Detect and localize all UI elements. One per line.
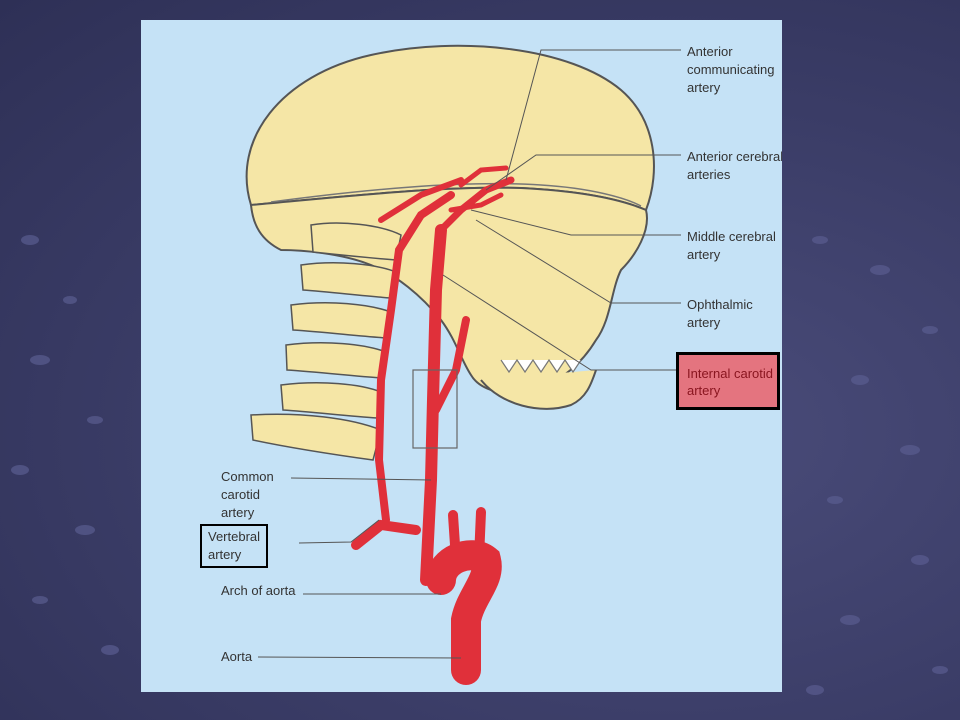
label-aorta: Aorta bbox=[221, 649, 253, 664]
jaw bbox=[480, 369, 597, 410]
cervical-spine bbox=[250, 222, 402, 461]
label-arch-of-aorta: Arch of aorta bbox=[221, 583, 296, 598]
label-anterior-cerebral-arteries: Anterior cerebral arteries bbox=[687, 149, 782, 182]
artery-network bbox=[351, 165, 515, 685]
brachiocephalic-branches bbox=[448, 510, 461, 565]
label-middle-cerebral-artery: Middle cerebral artery bbox=[687, 229, 776, 262]
label-vertebral-artery-boxed: Vertebral artery bbox=[200, 524, 269, 568]
bifurcation-box bbox=[412, 369, 458, 449]
label-anterior-communicating-artery: Anterior communicating artery bbox=[687, 44, 775, 95]
skull-inner-line bbox=[270, 182, 642, 207]
label-internal-carotid-artery-highlight: Internal carotid artery bbox=[676, 352, 780, 410]
label-common-carotid-artery: Common carotid artery bbox=[221, 469, 274, 520]
head-neck-artery-illustration bbox=[245, 44, 681, 685]
common-carotid-vessel bbox=[420, 224, 447, 586]
cerebral-vessels bbox=[437, 176, 515, 234]
teeth bbox=[500, 358, 582, 374]
aorta-shape bbox=[426, 540, 502, 685]
diagram-panel: Anterior communicating artery Anterior c… bbox=[141, 20, 782, 692]
vertebral-vessel bbox=[374, 191, 455, 524]
label-ophthalmic-artery: Ophthalmic artery bbox=[687, 297, 753, 330]
leader-lines bbox=[257, 49, 681, 659]
